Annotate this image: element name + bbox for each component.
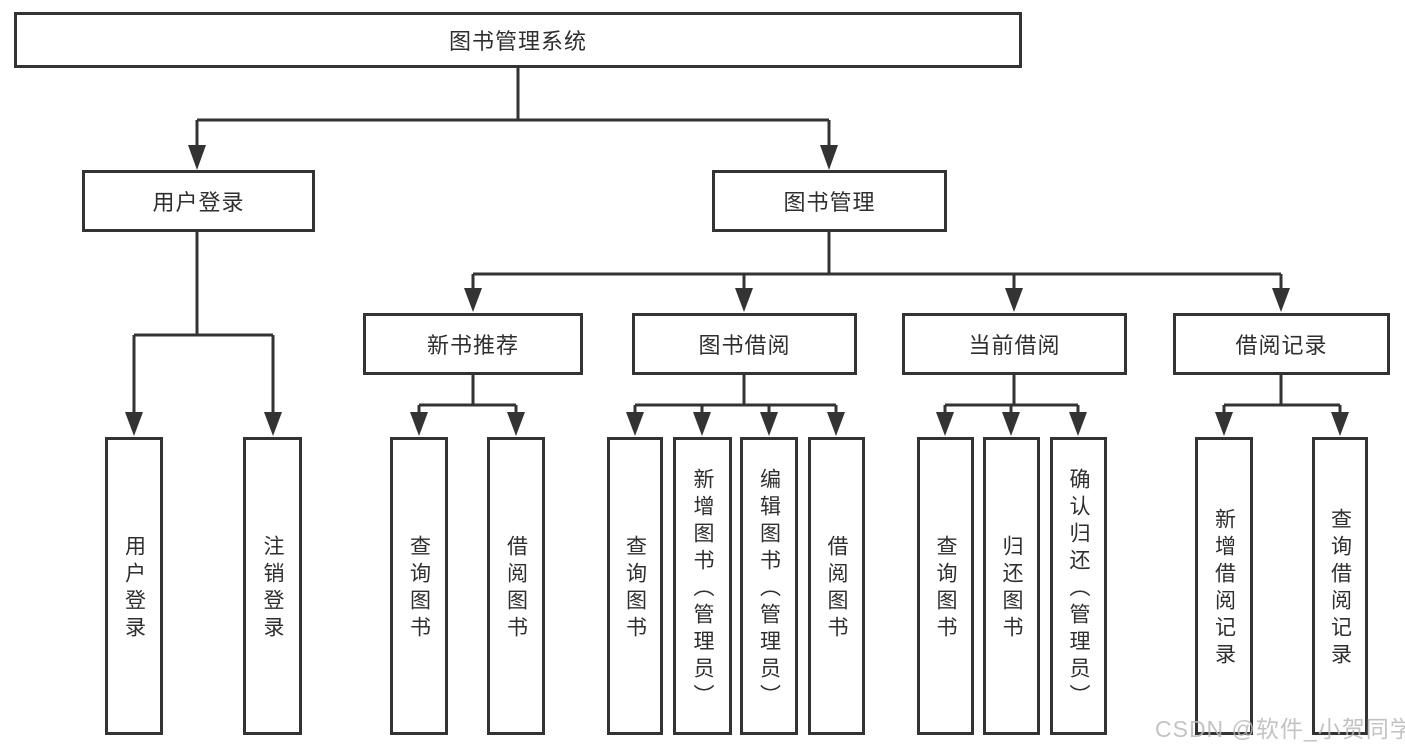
node-user-login: 用户登录 — [82, 170, 315, 232]
leaf-query-books-borrow: 查询图书 — [607, 437, 663, 735]
arrowheads — [125, 145, 1349, 436]
leaf-borrow-books: 借阅图书 — [808, 437, 865, 735]
connector-newbooks-to-leaves — [417, 375, 518, 416]
leaf-logout: 注销登录 — [243, 437, 302, 735]
connector-userlogin-to-leaves — [132, 232, 275, 416]
leaf-add-books-admin: 新增图书（管理员） — [673, 437, 732, 735]
leaf-query-borrow-record: 查询借阅记录 — [1312, 437, 1368, 735]
leaf-user-login: 用户登录 — [105, 437, 163, 735]
connector-root-to-level2 — [195, 68, 831, 150]
leaf-confirm-return-admin: 确认归还（管理员） — [1050, 437, 1107, 735]
node-new-book-recommend: 新书推荐 — [363, 313, 583, 375]
node-book-management: 图书管理 — [712, 170, 947, 232]
leaf-add-borrow-record: 新增借阅记录 — [1195, 437, 1253, 735]
connector-bookmgmt-to-level3 — [471, 232, 1283, 292]
connector-currentborrow-to-leaves — [943, 375, 1080, 416]
connector-borrowrecords-to-leaves — [1222, 375, 1342, 416]
node-book-borrowing: 图书借阅 — [632, 313, 857, 375]
leaf-query-books-current: 查询图书 — [917, 437, 974, 735]
leaf-borrow-books-recommend: 借阅图书 — [487, 437, 545, 735]
leaf-return-books: 归还图书 — [983, 437, 1040, 735]
leaf-edit-books-admin: 编辑图书（管理员） — [740, 437, 798, 735]
node-borrowing-records: 借阅记录 — [1173, 313, 1390, 375]
csdn-watermark: CSDN @软件_小贺同学 — [1155, 716, 1405, 742]
node-root-system: 图书管理系统 — [14, 12, 1022, 68]
node-current-borrowing: 当前借阅 — [902, 313, 1127, 375]
leaf-query-books-recommend: 查询图书 — [390, 437, 448, 735]
connector-bookborrow-to-leaves — [633, 375, 838, 416]
